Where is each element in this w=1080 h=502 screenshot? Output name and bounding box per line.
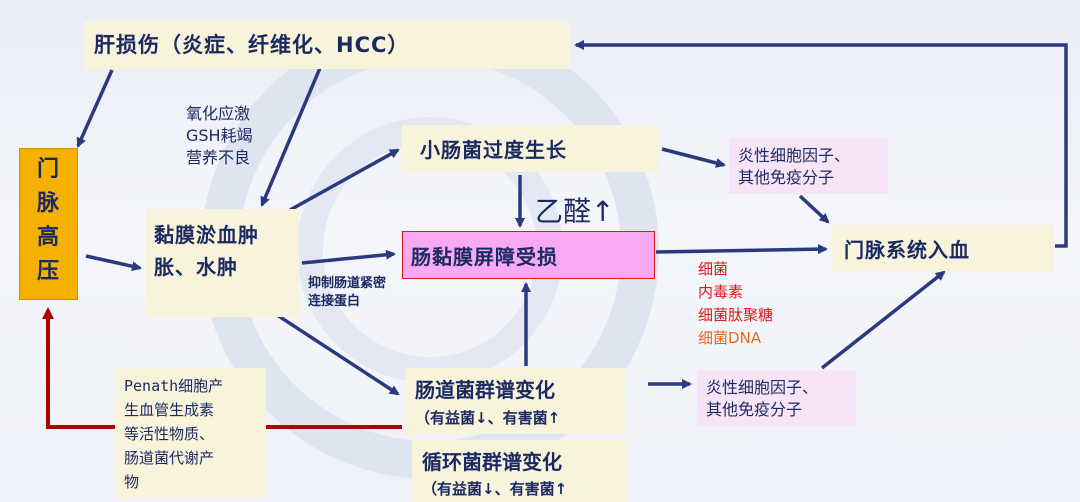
arrow-barrier-to-portal-entry [655,244,828,255]
arrow-mucosa-to-barrier [301,249,396,265]
arrow-liver-to-portal-hypertension [76,69,114,148]
gut-flora-title: 肠道菌群谱变化 [415,378,555,402]
portal-entry-text: 门脉系统入血 [844,238,970,262]
portal-hypertension-char-1: 门 [36,157,60,182]
penath-node: Penath细胞产 生血管生成素 等活性物质、 肠道菌代谢产 物 [115,368,266,498]
arrow-sibo-to-cytokines [661,147,726,168]
penath-line-2: 生血管生成素 [124,401,215,419]
circ-flora-change-node: 循环菌群谱变化 （有益菌↓、有害菌↑ [412,440,628,502]
acetaldehyde-text: 乙醛↑ [535,195,615,228]
sibo-node: 小肠菌过度生长 [402,125,660,172]
barrier-damage-node: 肠黏膜屏障受损 [402,231,655,279]
portal-hypertension-char-3: 高 [36,225,60,250]
gut-flora-change-node: 肠道菌群谱变化 （有益菌↓、有害菌↑ [405,368,626,434]
oxidative-stress-label: 氧化应激 GSH耗竭 营养不良 [186,103,253,169]
acetaldehyde-label: 乙醛↑ [535,190,614,230]
bacteria-products-list: 细菌 内毒素 细菌肽聚糖 细菌DNA [698,258,773,350]
circ-flora-detail: （有益菌↓、有害菌↑ [422,480,568,498]
arrow-mucosa-to-sibo [289,148,400,212]
bacteria-item-bacteria: 细菌 [698,260,729,278]
penath-line-3: 等活性物质、 [124,425,215,443]
arrow-portal-entry-to-liver [574,40,1068,248]
cytokines-bottom-node: 炎性细胞因子、 其他免疫分子 [697,370,856,426]
penath-line-5: 物 [124,473,140,491]
liver-injury-node: 肝损伤（炎症、纤维化、HCC） [84,21,570,69]
circ-flora-title: 循环菌群谱变化 [422,450,562,474]
portal-hypertension-char-2: 脉 [36,191,60,216]
arrow-cytokines-bottom-to-portal-entry [820,270,946,370]
liver-injury-text: 肝损伤（炎症、纤维化、HCC） [94,33,410,57]
barrier-damage-text: 肠黏膜屏障受损 [411,245,558,269]
bacteria-item-dna: 细菌DNA [698,329,762,347]
label-oxidative: 氧化应激 [186,104,251,123]
gut-flora-detail: （有益菌↓、有害菌↑ [415,409,561,427]
arrow-gut-flora-to-portal-hypertension [42,307,402,429]
label-malnutrition: 营养不良 [186,148,251,167]
bacteria-item-peptidoglycan: 细菌肽聚糖 [698,306,774,324]
cytokines-bottom-line-2: 其他免疫分子 [706,400,803,419]
mucosal-line-1: 黏膜淤血肿 [154,223,259,247]
mucosal-congestion-node: 黏膜淤血肿 胀、水肿 [146,209,299,317]
label-gsh: GSH耗竭 [186,126,253,145]
cytokines-top-node: 炎性细胞因子、 其他免疫分子 [729,138,888,194]
tight-junction-line-2: 连接蛋白 [308,294,361,309]
portal-entry-node: 门脉系统入血 [832,225,1054,271]
arrow-portal-to-mucosa [85,254,142,272]
portal-hypertension-node: 门 脉 高 压 [19,148,78,300]
cytokines-top-line-2: 其他免疫分子 [738,168,835,187]
cytokines-bottom-line-1: 炎性细胞因子、 [706,378,819,397]
arrow-liver-to-mucosa [260,67,322,207]
arrow-cytokines-to-portal-entry [798,194,830,224]
portal-hypertension-char-4: 压 [36,259,60,284]
tight-junction-label: 抑制肠道紧密 连接蛋白 [308,275,386,311]
penath-line-1: Penath细胞产 [124,377,224,395]
penath-line-4: 肠道菌代谢产 [124,449,215,467]
cytokines-top-line-1: 炎性细胞因子、 [738,146,851,165]
tight-junction-line-1: 抑制肠道紧密 [308,276,387,291]
mucosal-line-2: 胀、水肿 [154,255,238,279]
bacteria-item-endotoxin: 内毒素 [698,283,744,301]
sibo-text: 小肠菌过度生长 [420,138,567,162]
